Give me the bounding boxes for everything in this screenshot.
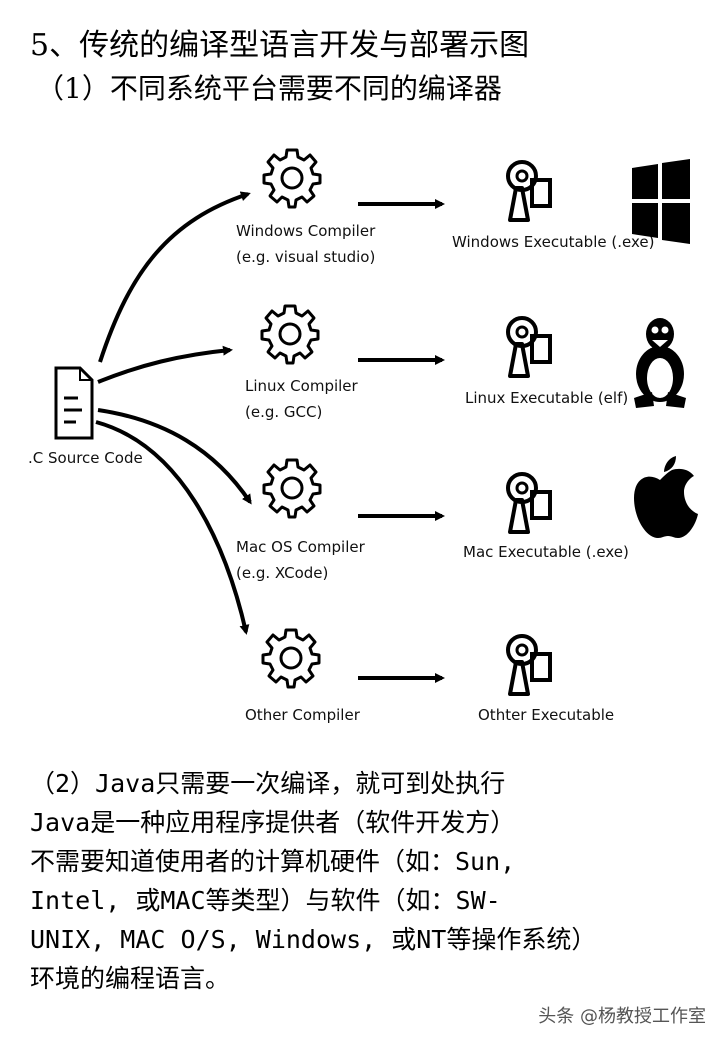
linux-tux-icon [634, 318, 686, 408]
gear-icon [260, 304, 320, 365]
executable-label: Mac Executable (.exe) [463, 543, 629, 561]
executable-icon [506, 472, 552, 534]
gear-icon [262, 148, 322, 209]
compiler-label: Windows Compiler [236, 222, 376, 240]
executable-label: Othter Executable [478, 706, 614, 724]
branch-arrow-other [95, 420, 250, 635]
section-heading-java: （2）Java只需要一次编译，就可到处执行 [30, 769, 506, 798]
executable-label: Windows Executable (.exe) [452, 233, 654, 251]
section-subtitle: （1）不同系统平台需要不同的编译器 [36, 72, 502, 105]
source-file-icon [54, 366, 94, 440]
watermark: 头条 @杨教授工作室 [538, 1006, 706, 1027]
branch-arrow-windows [98, 191, 251, 363]
compiler-example: (e.g. GCC) [245, 403, 322, 421]
compiler-example: (e.g. visual studio) [236, 248, 375, 266]
compiler-label: Linux Compiler [245, 377, 359, 395]
executable-icon [506, 316, 552, 378]
java-explanation: （2）Java只需要一次编译，就可到处执行 Java是一种应用程序提供者（软件开… [30, 764, 710, 998]
paragraph-line: 不需要知道使用者的计算机硬件（如：Sun, [30, 847, 516, 876]
paragraph-line: UNIX, MAC O/S, Windows, 或NT等操作系统） [30, 925, 597, 954]
paragraph-line: Intel, 或MAC等类型）与软件（如：SW- [30, 886, 501, 915]
compile-diagram: .C Source Code Windows Compiler (e.g. vi… [28, 148, 698, 724]
windows-logo-icon [632, 159, 690, 244]
gear-icon [261, 628, 321, 689]
paragraph-line: 环境的编程语言。 [30, 964, 231, 993]
branch-arrow-mac [97, 408, 252, 505]
apple-logo-icon [634, 456, 698, 538]
gear-icon [262, 458, 322, 519]
compiler-example: (e.g. XCode) [236, 564, 328, 582]
compiler-label: Mac OS Compiler [236, 538, 366, 556]
executable-icon [506, 160, 552, 222]
executable-icon [506, 634, 552, 696]
executable-label: Linux Executable (elf) [465, 389, 628, 407]
paragraph-line: Java是一种应用程序提供者（软件开发方） [30, 808, 516, 837]
branch-arrow-linux [97, 345, 233, 384]
page-title: 5、传统的编译型语言开发与部署示图 [30, 28, 530, 63]
source-label: .C Source Code [28, 449, 143, 467]
compiler-label: Other Compiler [245, 706, 361, 724]
